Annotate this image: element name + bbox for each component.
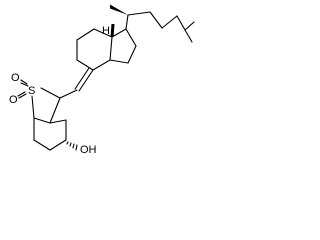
linker [59,67,94,99]
bond-c24-c25 [176,15,186,31]
double-bond-c8-c7-a [78,69,94,92]
bond-c1-c2 [33,139,51,151]
bond-c8-c14 [92,59,111,71]
double-bond-s-o-top-b [20,82,29,87]
side-chain [110,4,195,43]
double-bond-c8-c7-b [74,67,90,90]
bond-c10-c6 [49,97,61,124]
molecule-structure-diagram: H S O O OH [9,4,195,156]
bond-c15-c14 [109,59,129,64]
hydroxyl-label: OH [80,144,97,156]
bond-c13-c12 [93,28,113,38]
ring-d [109,28,137,64]
bond-c19-c10 [33,117,51,124]
bond-c12-c11 [76,28,95,41]
bond-s-c19 [31,95,35,119]
bond-c4-c10 [49,119,67,124]
sulfur-atom-label: S [28,85,35,97]
wedge-bond-c20-methyl [110,4,128,15]
double-bond-s-o-bottom-b [18,93,27,99]
bond-c13-c17 [111,28,127,38]
bond-c22-c23 [149,11,163,29]
bond-c25-c27 [184,29,193,43]
ring-sulfolene [17,79,61,124]
oxygen-atom-label-top: O [11,72,20,84]
bond-c25-c26 [184,21,195,31]
bond-c17-c16 [125,28,137,47]
ring-a [33,117,78,151]
bond-c17-c20 [125,14,129,30]
bond-c14-c13 [109,36,113,61]
double-bond-s-o-top-a [20,79,28,85]
oxygen-atom-label-bottom: O [9,94,18,106]
bond-c23-c24 [161,15,178,29]
bond-c7-c6 [59,89,78,99]
double-bond-s-o-bottom-a [17,91,26,97]
bond-c16-c15 [127,45,137,64]
bond-c2-c3 [49,139,67,151]
stereo-h-label: H [102,25,110,37]
bond-c6-s [40,87,61,99]
hashed-bond-c3-oh [66,141,78,151]
bond-c9-c8 [76,59,94,71]
bond-c20-c22 [127,11,151,16]
bold-bond-c18-methyl [110,23,115,38]
ring-c [76,23,115,71]
